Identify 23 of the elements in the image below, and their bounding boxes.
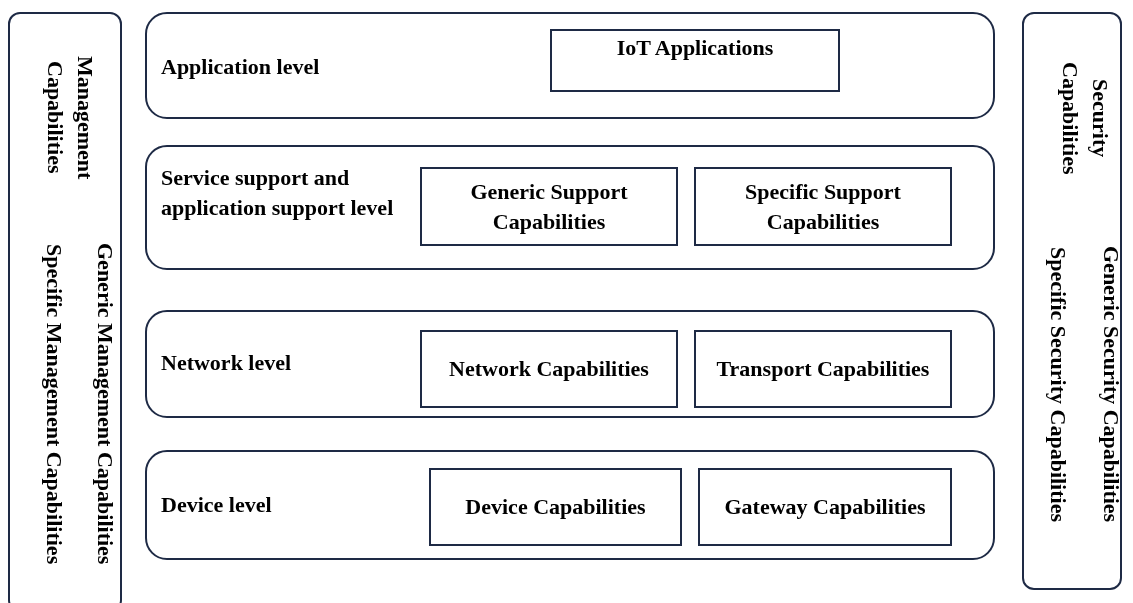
capability-label: Specific Management Capabilities — [41, 242, 68, 567]
capability-box: Device Capabilities — [429, 468, 682, 546]
panel-title: Management Capabilities — [42, 54, 99, 182]
capability-box: Transport Capabilities — [694, 330, 952, 408]
capability-label: Specific Security Capabilities — [1045, 245, 1072, 524]
level-panel — [145, 145, 995, 270]
panel-title: Security Capabilities — [1060, 60, 1110, 177]
level-panel — [145, 12, 995, 119]
level-panel — [145, 450, 995, 560]
side-panel — [8, 12, 122, 603]
capability-label: Generic Management Capabilities — [92, 242, 119, 567]
capability-box: Generic Support Capabilities — [420, 167, 678, 246]
capability-box: Gateway Capabilities — [698, 468, 952, 546]
capability-box: Specific Support Capabilities — [694, 167, 952, 246]
capability-box: Network Capabilities — [420, 330, 678, 408]
panel-title: Service support and application support level — [161, 164, 395, 222]
panel-title: Device level — [161, 491, 273, 519]
side-panel — [1022, 12, 1122, 590]
capability-label: Generic Security Capabilities — [1098, 244, 1125, 525]
level-panel — [145, 310, 995, 418]
panel-title: Application level — [161, 53, 321, 81]
panel-title: Network level — [161, 349, 293, 377]
capability-box: IoT Applications — [550, 29, 840, 92]
